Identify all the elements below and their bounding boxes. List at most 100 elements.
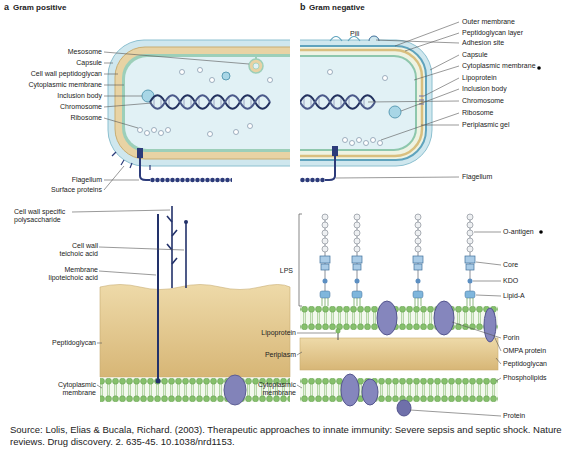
leader-line	[381, 113, 459, 140]
ribosome	[198, 68, 203, 73]
leader-line	[476, 295, 501, 296]
part-label: Mesosome	[68, 48, 102, 56]
chromosome-helix	[300, 95, 375, 109]
ribosome	[268, 78, 273, 83]
gram-positive-cell	[108, 40, 290, 170]
membrane-protein	[224, 375, 246, 405]
part-label: OMPA protein	[503, 347, 546, 355]
ribosome	[371, 138, 376, 143]
part-label: Lipid-A	[503, 292, 525, 300]
flagellum	[140, 158, 150, 180]
leader-line	[99, 271, 156, 275]
bullet-dot	[537, 66, 543, 234]
gram-negative-cell	[300, 40, 432, 166]
bullet-dot	[539, 230, 543, 234]
leader-line	[97, 343, 102, 344]
teichoic-acid	[184, 220, 188, 224]
capsule-layer	[108, 40, 290, 166]
part-label: Cytoplasmic membrane	[50, 381, 96, 397]
porin	[434, 301, 454, 335]
surface-protein	[112, 152, 116, 156]
flagellum	[325, 156, 335, 180]
part-label: Flagellum	[72, 176, 102, 184]
flagellum	[137, 148, 232, 183]
leader-line	[104, 103, 152, 107]
flagellum	[332, 146, 338, 156]
cell-wall-polysaccharide	[167, 206, 177, 288]
gram-positive-envelope	[100, 206, 290, 405]
leader-line	[410, 410, 501, 416]
teichoic-acid	[184, 220, 188, 288]
chromosome-helix	[150, 95, 270, 109]
peptidoglycan-wall	[115, 47, 290, 159]
part-label: Capsule	[76, 59, 102, 67]
chromosome-helix	[150, 95, 270, 109]
leader-line	[297, 385, 302, 388]
porin	[377, 301, 397, 335]
mesosome	[249, 59, 263, 73]
ribosome	[180, 70, 185, 75]
cell-wall-polysaccharide	[167, 216, 177, 264]
lps-bracket	[299, 214, 302, 306]
leader-line	[104, 63, 113, 64]
surface-protein	[121, 160, 124, 165]
lps-molecule	[465, 214, 475, 306]
ribosome	[152, 128, 157, 133]
leader-line	[72, 22, 501, 416]
panel-title: Gram positive	[13, 3, 66, 12]
panel-letter: b	[300, 2, 306, 12]
outer-membrane-bilayer	[300, 306, 498, 330]
peptidoglycan-layer	[300, 50, 422, 156]
teichoic-acid	[185, 222, 187, 288]
ribosome	[138, 68, 273, 137]
panel-title: Gram negative	[309, 3, 365, 12]
ribosome	[208, 132, 213, 137]
ribosome	[328, 70, 388, 146]
part-label: LPS	[280, 267, 293, 275]
lipoprotein	[336, 329, 340, 340]
chromosome-helix	[300, 95, 375, 109]
leader-line	[421, 125, 459, 126]
leader-line	[104, 74, 118, 75]
part-label: Lipoprotein	[261, 329, 296, 337]
part-label: Peptidoglycan	[52, 339, 96, 347]
surface-protein	[112, 152, 150, 170]
leader-line	[104, 180, 139, 181]
leader-line	[496, 378, 501, 381]
chromosome-helix	[300, 95, 375, 109]
part-label: Periplasm	[265, 351, 296, 359]
flagellum	[150, 177, 232, 183]
lps-molecule	[413, 214, 423, 306]
capsule-layer	[300, 40, 432, 166]
inclusion-body	[222, 72, 230, 80]
bullet-dot	[537, 66, 541, 70]
part-label: Cell wall peptidoglycan	[31, 70, 102, 78]
surface-protein	[130, 163, 132, 168]
lipoprotein	[419, 100, 424, 101]
leader-line	[452, 322, 501, 338]
ribosome	[138, 128, 143, 133]
part-label: Chromosome	[60, 103, 102, 111]
membrane-bilayer	[300, 378, 498, 402]
part-label: Ribosome	[70, 114, 102, 122]
panel-letter: a	[4, 2, 9, 12]
membrane-protein	[362, 379, 378, 405]
pili	[348, 37, 360, 42]
part-label: Inclusion body	[462, 85, 507, 93]
leader-line	[99, 247, 184, 250]
leader-line	[297, 333, 336, 334]
ribosome	[378, 141, 383, 146]
part-label: Ribosome	[462, 109, 494, 117]
part-label: Capsule	[462, 51, 488, 59]
peptidoglycan-band	[300, 338, 498, 370]
inclusion-body	[389, 106, 401, 118]
leader-line	[476, 262, 501, 265]
leader-line	[297, 352, 302, 355]
membrane-protein	[397, 400, 411, 416]
ribosome	[350, 141, 355, 146]
surface-protein	[149, 165, 150, 170]
leader-line	[72, 210, 170, 212]
flagellum	[300, 177, 325, 183]
